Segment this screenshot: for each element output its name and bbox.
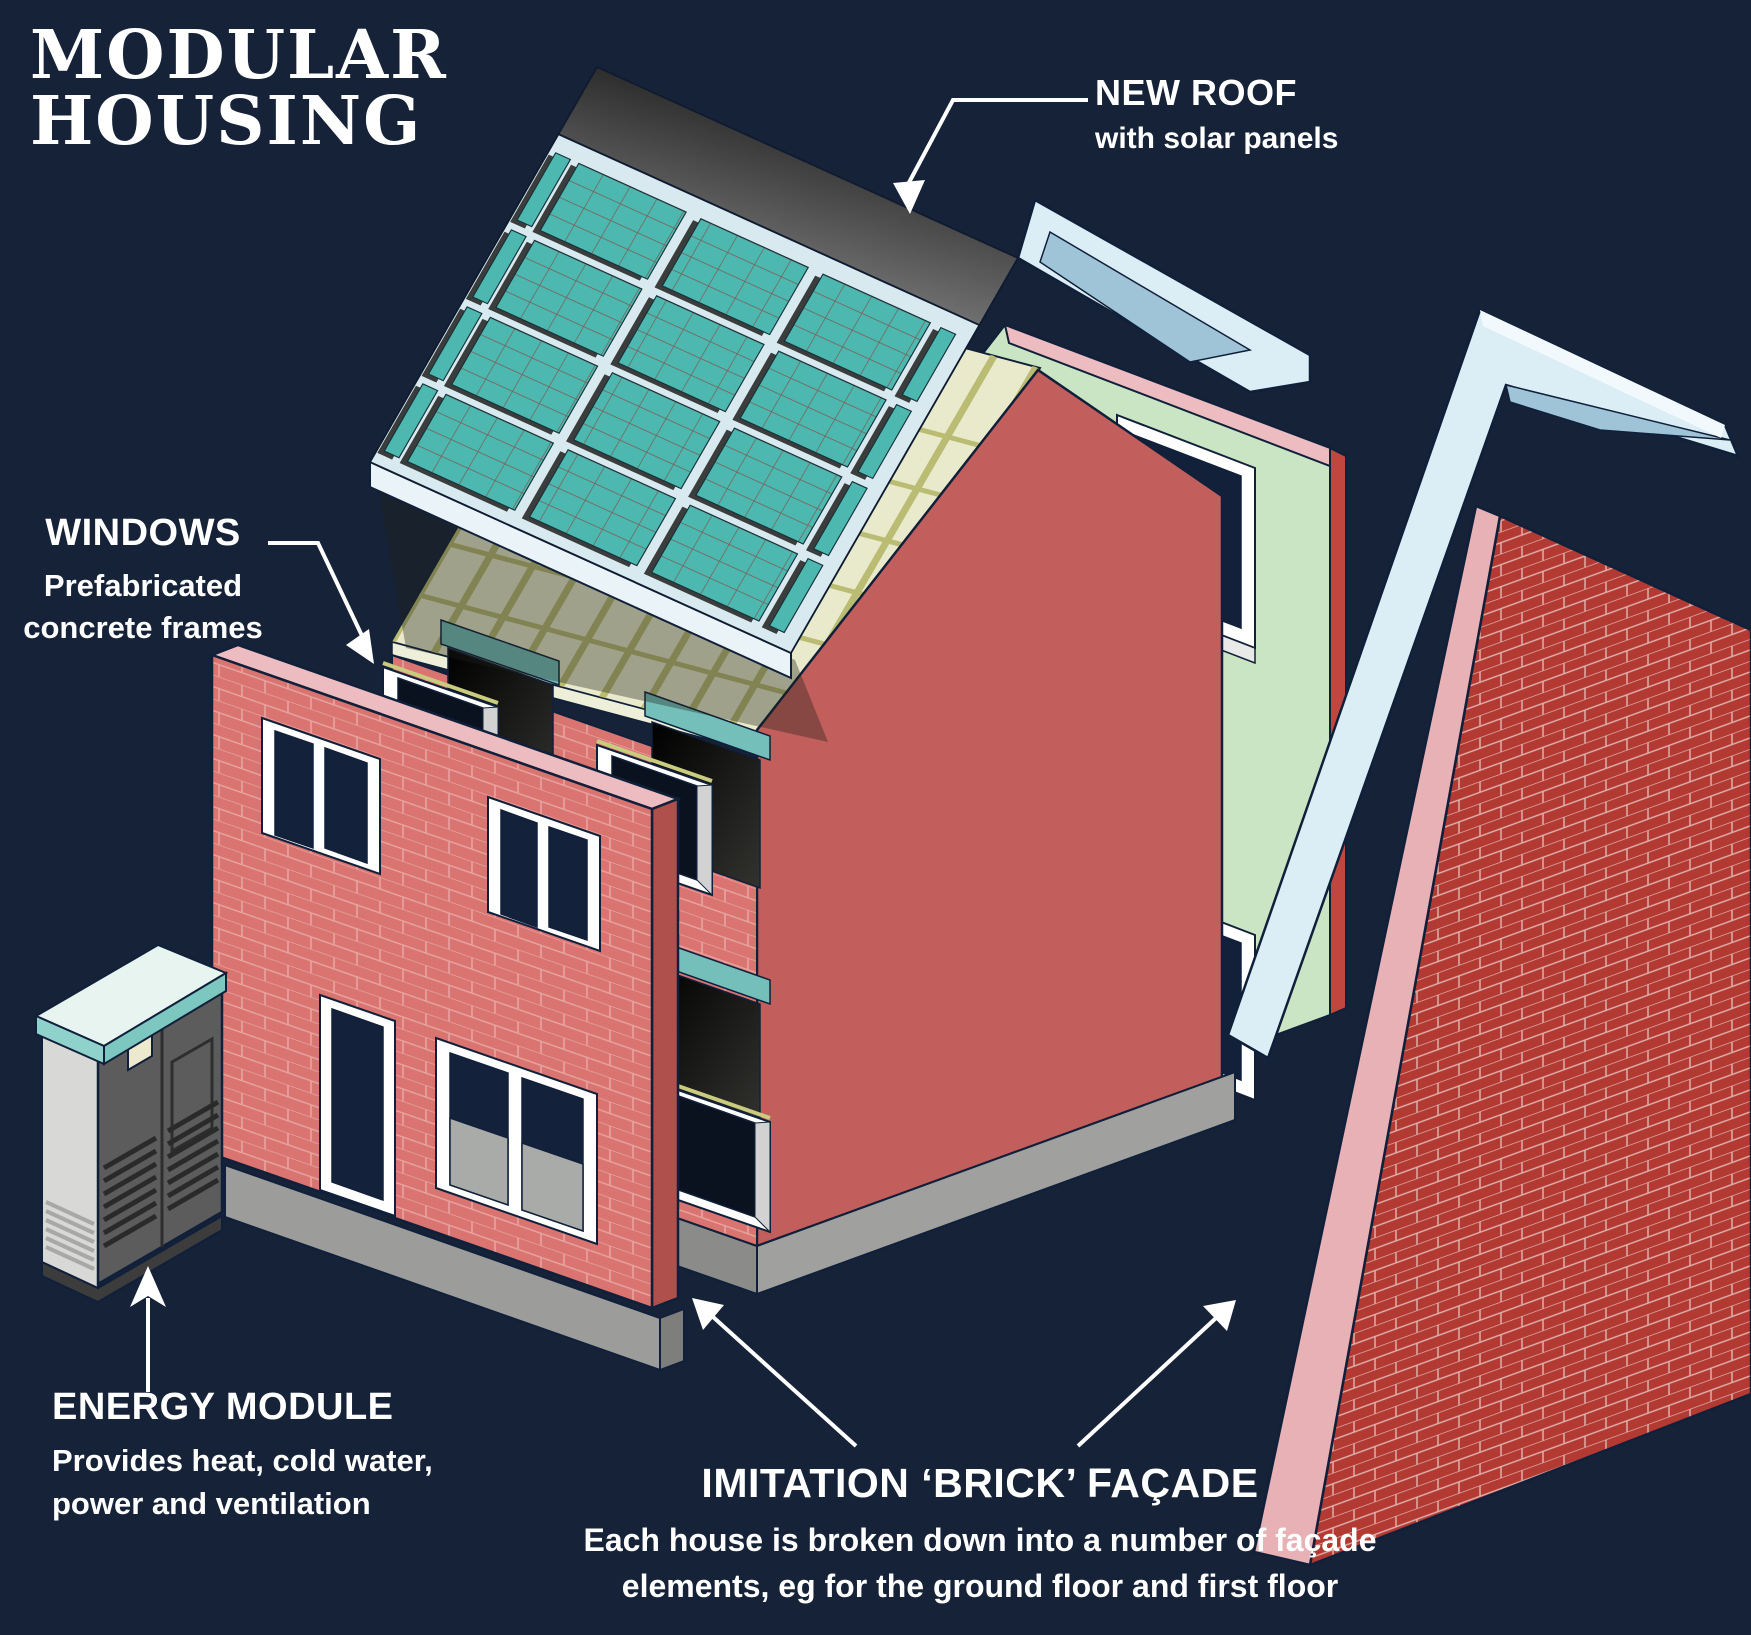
facade-window [435, 1036, 598, 1246]
arrowheads [130, 180, 1236, 1331]
annotation-energy-module: ENERGY MODULE Provides heat, cold water,… [52, 1386, 433, 1526]
energy-arrowhead [130, 1266, 166, 1307]
gable-panel-pink-edge [1252, 504, 1502, 1567]
new-roof-sub: with solar panels [1095, 122, 1339, 155]
windows-heading: WINDOWS [45, 512, 241, 554]
module-top-edge-right [103, 971, 227, 1066]
energy-heading: ENERGY MODULE [52, 1386, 394, 1428]
concrete-frame [654, 1076, 771, 1234]
new-roof-leader [903, 98, 1088, 191]
bargeboard-underside [1504, 383, 1731, 441]
brick-facade-panel [208, 643, 685, 1372]
facade-red-side [650, 797, 680, 1310]
plinth-side [756, 1070, 1236, 1296]
annotation-imitation-facade: IMITATION ‘BRICK’ FAÇADE Each house is b… [475, 1460, 1485, 1610]
windows-arrowhead [346, 629, 374, 664]
annotation-arrows [146, 98, 1218, 1448]
facade-window [261, 716, 381, 876]
new-roof-assembly [368, 65, 1312, 680]
module-panel [170, 1036, 214, 1154]
energy-module [33, 943, 229, 1304]
page-title: MODULAR HOUSING [30, 21, 448, 154]
title-line2: HOUSING [30, 80, 423, 160]
facade-door [319, 993, 396, 1218]
window-lintel [644, 690, 771, 762]
new-roof-heading: NEW ROOF [1095, 72, 1297, 113]
roof-verge-wedge [1016, 198, 1312, 394]
new-roof-arrowhead [893, 180, 925, 214]
imitation-heading: IMITATION ‘BRICK’ FAÇADE [701, 1460, 1259, 1506]
facade-base-side [659, 1307, 685, 1372]
imitation-brick-gable-panel [1252, 504, 1751, 1567]
imitation-left-leader [710, 1314, 858, 1448]
window-lintel [440, 618, 560, 687]
energy-sub: Provides heat, cold water, power and ven… [52, 1443, 433, 1522]
imitation-right-arrowhead [1203, 1300, 1236, 1331]
facade-window [487, 795, 601, 953]
bargeboard-chevron [1226, 308, 1741, 1060]
title-line1: MODULAR [30, 15, 448, 94]
windows-leader [268, 541, 366, 641]
imitation-left-arrowhead [692, 1298, 724, 1330]
module-front-louvres [102, 1099, 220, 1249]
module-side-louvres [45, 1200, 95, 1271]
imitation-right-leader [1076, 1316, 1218, 1448]
roof-panel-plane [368, 65, 1020, 655]
imitation-sub: Each house is broken down into a number … [583, 1522, 1377, 1605]
bargeboard-highlight [1480, 310, 1725, 438]
windows-sub: Prefabricated concrete frames [23, 568, 263, 645]
annotation-new-roof: NEW ROOF with solar panels [1095, 72, 1338, 156]
annotation-windows: WINDOWS Prefabricated concrete frames [18, 512, 268, 649]
